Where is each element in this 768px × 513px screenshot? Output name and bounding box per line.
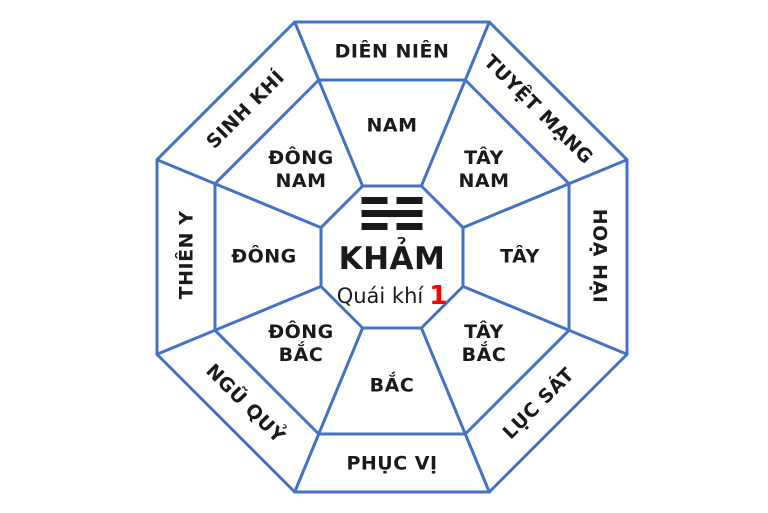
quai-khi-number: 1 xyxy=(429,281,448,311)
center-trigram-name: KHẢM xyxy=(338,241,446,277)
energy-label-phuc-vi: PHỤC VỊ xyxy=(346,452,438,475)
direction-label-dong: ĐÔNG xyxy=(231,245,297,268)
kham-trigram-icon xyxy=(361,197,423,230)
direction-label-bac: BẮC xyxy=(369,374,415,397)
middle-ring-dividers xyxy=(213,78,571,436)
direction-label-tay-bac: TÂY BẮC xyxy=(461,321,507,366)
direction-label-tay-nam: TÂY NAM xyxy=(458,147,510,192)
direction-label-dong-bac: ĐÔNG BẮC xyxy=(268,321,334,366)
energy-label-thien-y: THIÊN Y xyxy=(175,210,198,300)
trigram-line-broken xyxy=(361,223,423,230)
trigram-line-solid xyxy=(361,210,423,217)
outer-ring-dividers xyxy=(155,20,629,494)
energy-label-dien-nien: DIÊN NIÊN xyxy=(334,40,450,63)
trigram-line-broken xyxy=(361,197,423,204)
direction-label-dong-nam: ĐÔNG NAM xyxy=(268,147,334,192)
direction-label-nam: NAM xyxy=(366,114,418,137)
quai-khi-label: Quái khí xyxy=(336,284,424,308)
energy-label-hoa-hai: HOẠ HẠI xyxy=(588,208,611,304)
direction-label-tay: TÂY xyxy=(500,245,540,268)
